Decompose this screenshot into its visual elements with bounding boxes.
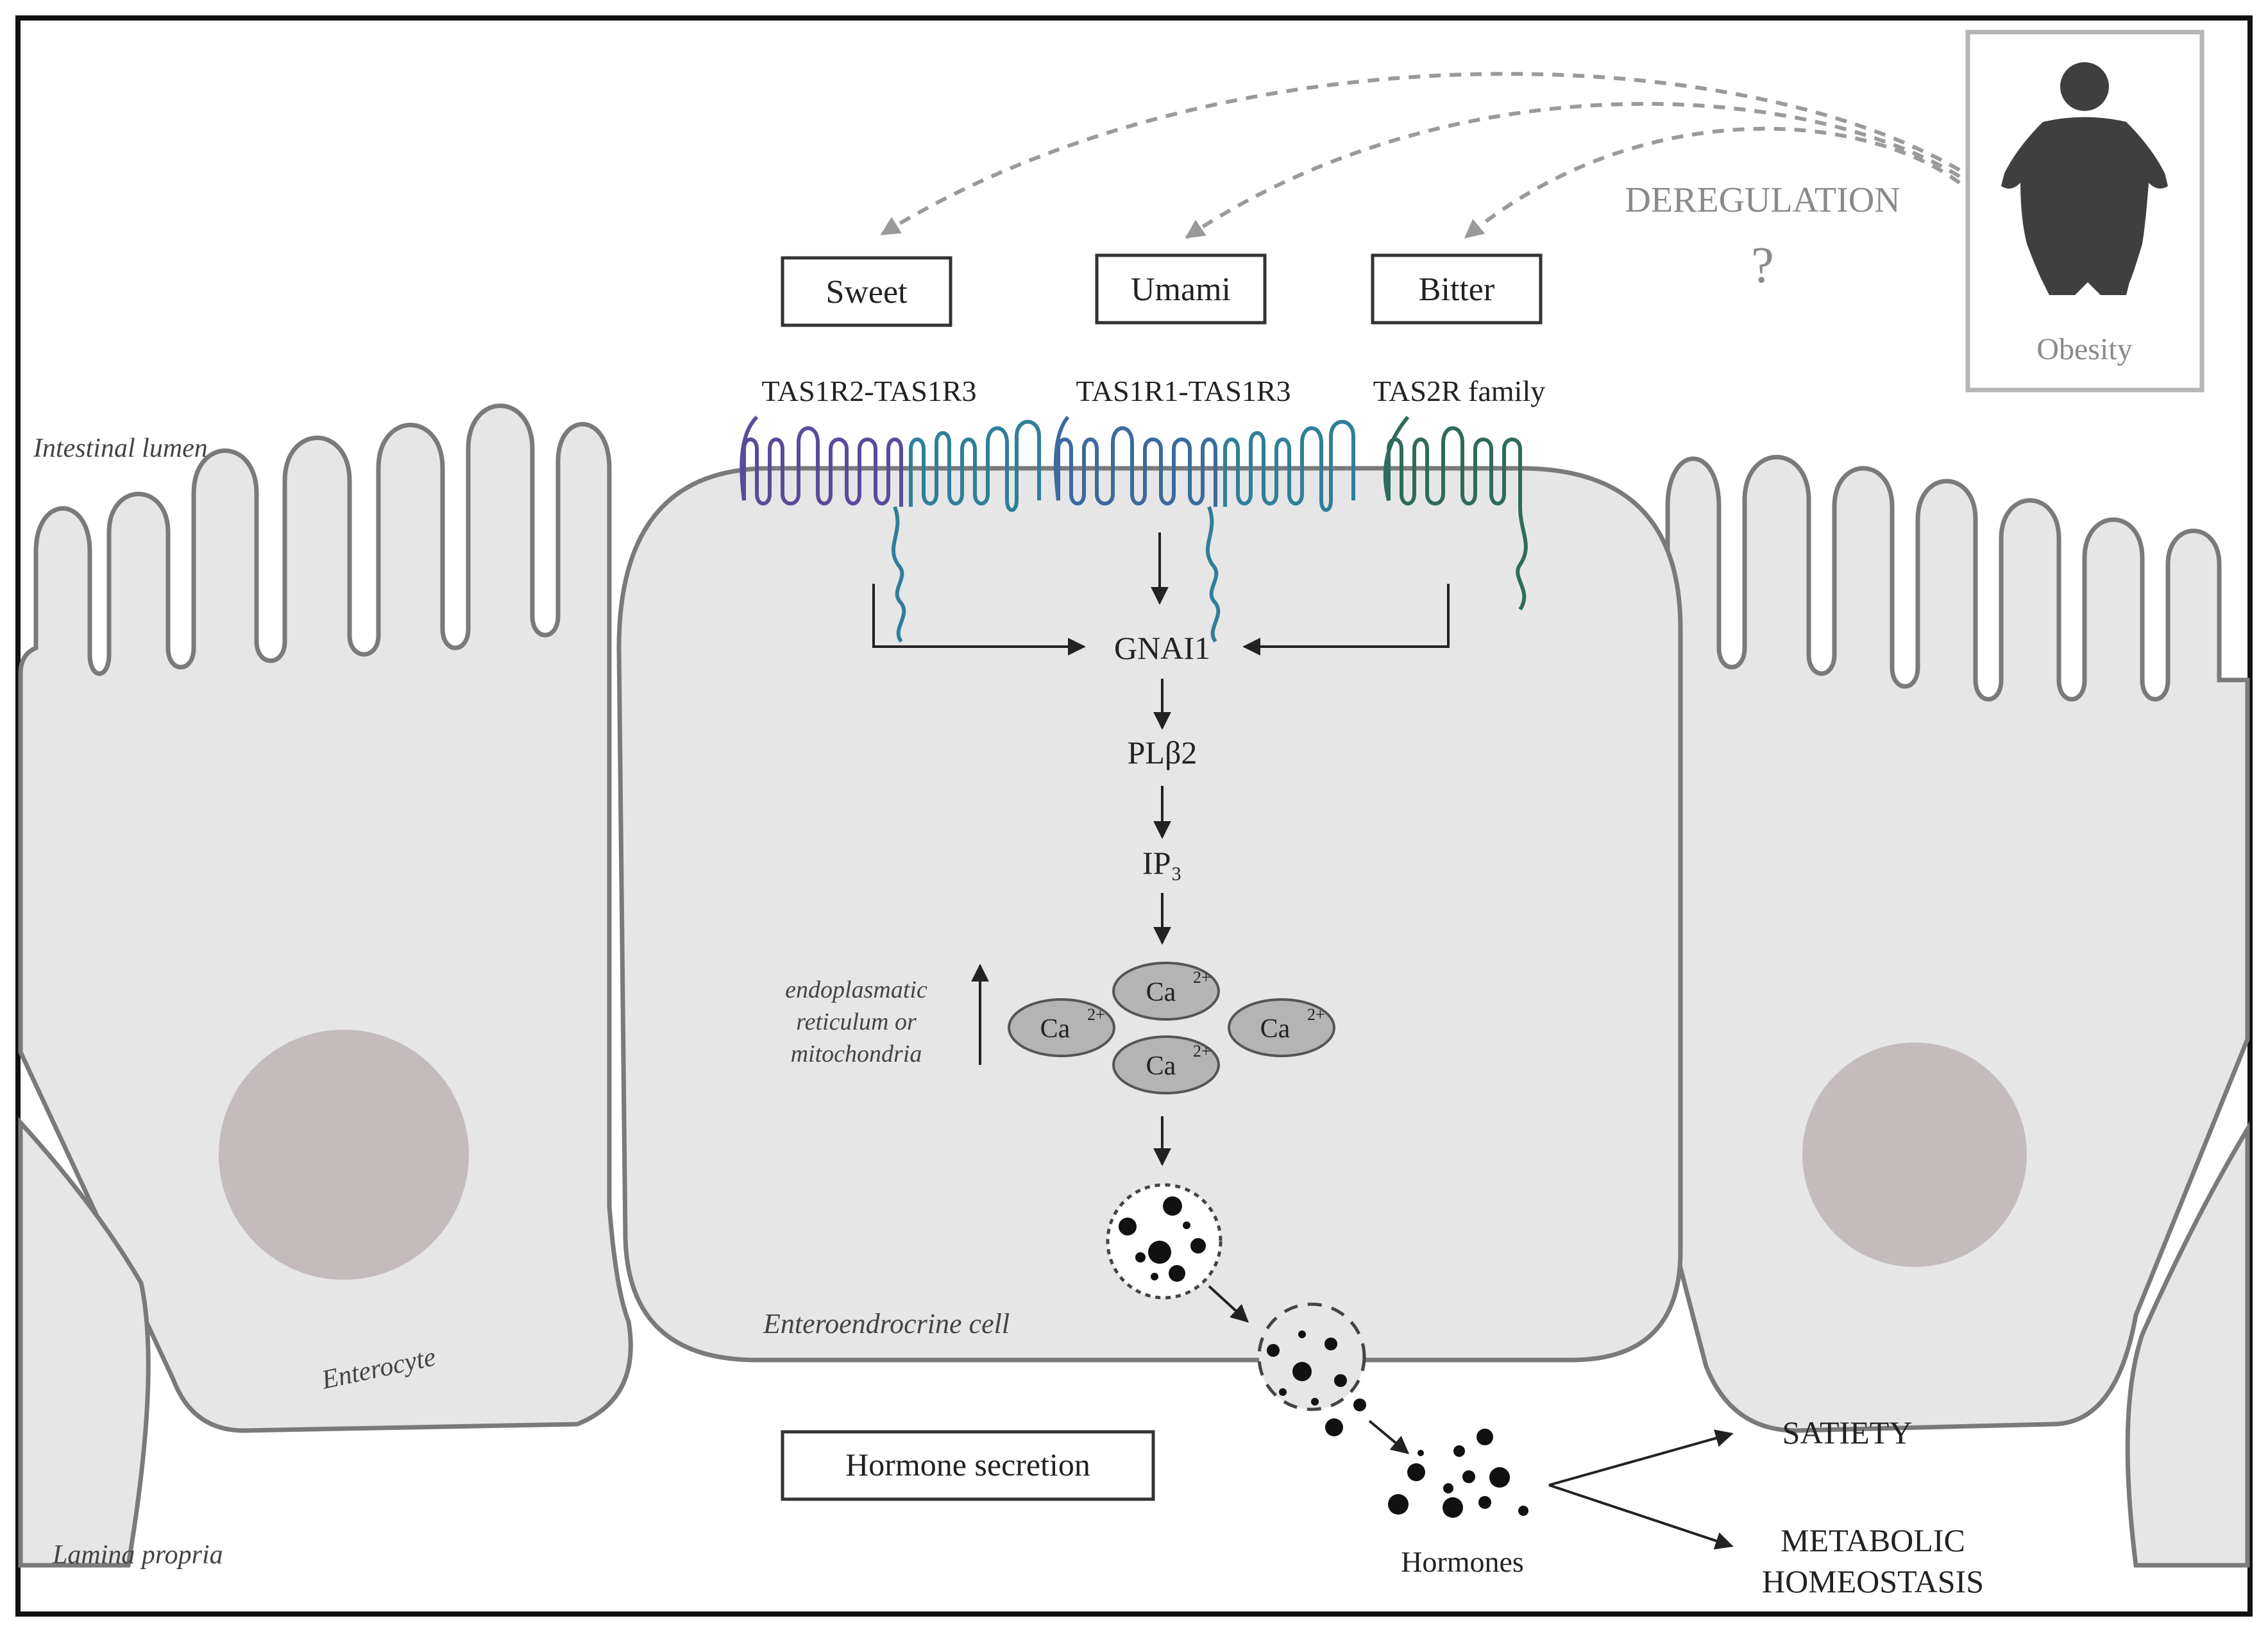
calcium-ion-bottom: Ca 2+	[1112, 1035, 1220, 1094]
ip3-label: IP₃	[1142, 845, 1182, 881]
plb2-label: PLβ2	[1128, 735, 1197, 770]
bitter-label: Bitter	[1419, 271, 1494, 308]
store-label-line-3: mitochondria	[791, 1041, 922, 1067]
svg-text:Ca: Ca	[1146, 978, 1176, 1007]
gnai1-label: GNAI1	[1114, 630, 1210, 666]
exocytosis-vesicle	[1257, 1302, 1366, 1436]
homeostasis-label: HOMEOSTASIS	[1762, 1563, 1984, 1599]
tas1r1-receptor	[1053, 416, 1217, 507]
sweet-label: Sweet	[825, 274, 908, 310]
svg-text:Ca: Ca	[1260, 1014, 1291, 1044]
bitter-box	[1371, 253, 1543, 325]
deregulation-label: DEREGULATION	[1625, 180, 1900, 220]
svg-text:2+: 2+	[1193, 968, 1211, 987]
enteroendocrine-cell	[616, 466, 1683, 1363]
tas1r3-receptor-b	[1205, 420, 1355, 643]
deregulation-arrow-bitter	[1464, 126, 1961, 239]
intestinal-lumen-label: Intestinal lumen	[33, 434, 208, 463]
satiety-label: SATIETY	[1782, 1415, 1913, 1450]
tas2r-receptor	[1383, 416, 1528, 611]
arrow-vesicle-to-exocytosis	[1208, 1285, 1249, 1323]
arrow-bitter-to-gnai	[1242, 584, 1450, 656]
calcium-ion-left: Ca 2+	[1008, 998, 1115, 1057]
calcium-ion-right: Ca 2+	[1228, 998, 1335, 1057]
umami-box	[1095, 253, 1267, 325]
arrow-to-homeostasis	[1548, 1484, 1734, 1550]
hormone-secretion-label: Hormone secretion	[845, 1447, 1090, 1483]
released-hormones	[1388, 1429, 1528, 1518]
deregulation-arrow-sweet	[880, 72, 1961, 236]
metabolic-label: METABOLIC	[1781, 1522, 1965, 1558]
enteroendocrine-label: Enteroendrocrine cell	[763, 1308, 1010, 1339]
lamina-propria-label: Lamina propria	[52, 1540, 223, 1570]
hormone-vesicle	[1106, 1183, 1223, 1300]
enterocyte-right-lower	[2125, 1121, 2250, 1568]
figure-frame	[15, 15, 2253, 1617]
hormones-label: Hormones	[1401, 1545, 1524, 1578]
store-label-line-2: reticulum or	[796, 1008, 917, 1035]
person-icon	[2001, 62, 2168, 295]
arrow-to-satiety	[1548, 1429, 1734, 1486]
store-label-line-1: endoplasmatic	[785, 976, 927, 1003]
calcium-ion-top: Ca 2+	[1112, 962, 1220, 1021]
svg-text:Ca: Ca	[1040, 1014, 1071, 1044]
umami-label: Umami	[1131, 271, 1231, 308]
arrow-sweet-to-gnai	[872, 584, 1086, 656]
obesity-label: Obesity	[2036, 332, 2132, 366]
enterocyte-left-nucleus	[219, 1030, 469, 1280]
svg-text:2+: 2+	[1307, 1005, 1325, 1024]
tas1r1-tas1r3-label: TAS1R1-TAS1R3	[1076, 375, 1291, 407]
tas1r2-receptor	[740, 415, 903, 507]
enterocyte-right-nucleus	[1802, 1042, 2027, 1267]
sweet-box	[781, 256, 952, 327]
tas1r3-receptor-a	[891, 420, 1041, 643]
tas2r-family-label: TAS2R family	[1373, 375, 1545, 407]
svg-text:2+: 2+	[1193, 1042, 1211, 1060]
hormone-secretion-box	[781, 1430, 1155, 1501]
svg-text:2+: 2+	[1087, 1005, 1105, 1024]
enterocyte-right	[1665, 455, 2250, 1433]
arrow-exocytosis-to-hormones	[1368, 1420, 1410, 1454]
svg-text:Ca: Ca	[1146, 1051, 1176, 1081]
enterocyte-left-lower	[18, 1116, 151, 1568]
tas1r2-tas1r3-label: TAS1R2-TAS1R3	[761, 375, 976, 407]
deregulation-arrow-umami	[1185, 101, 1961, 239]
question-mark: ?	[1751, 237, 1774, 294]
enterocyte-left	[18, 404, 633, 1433]
